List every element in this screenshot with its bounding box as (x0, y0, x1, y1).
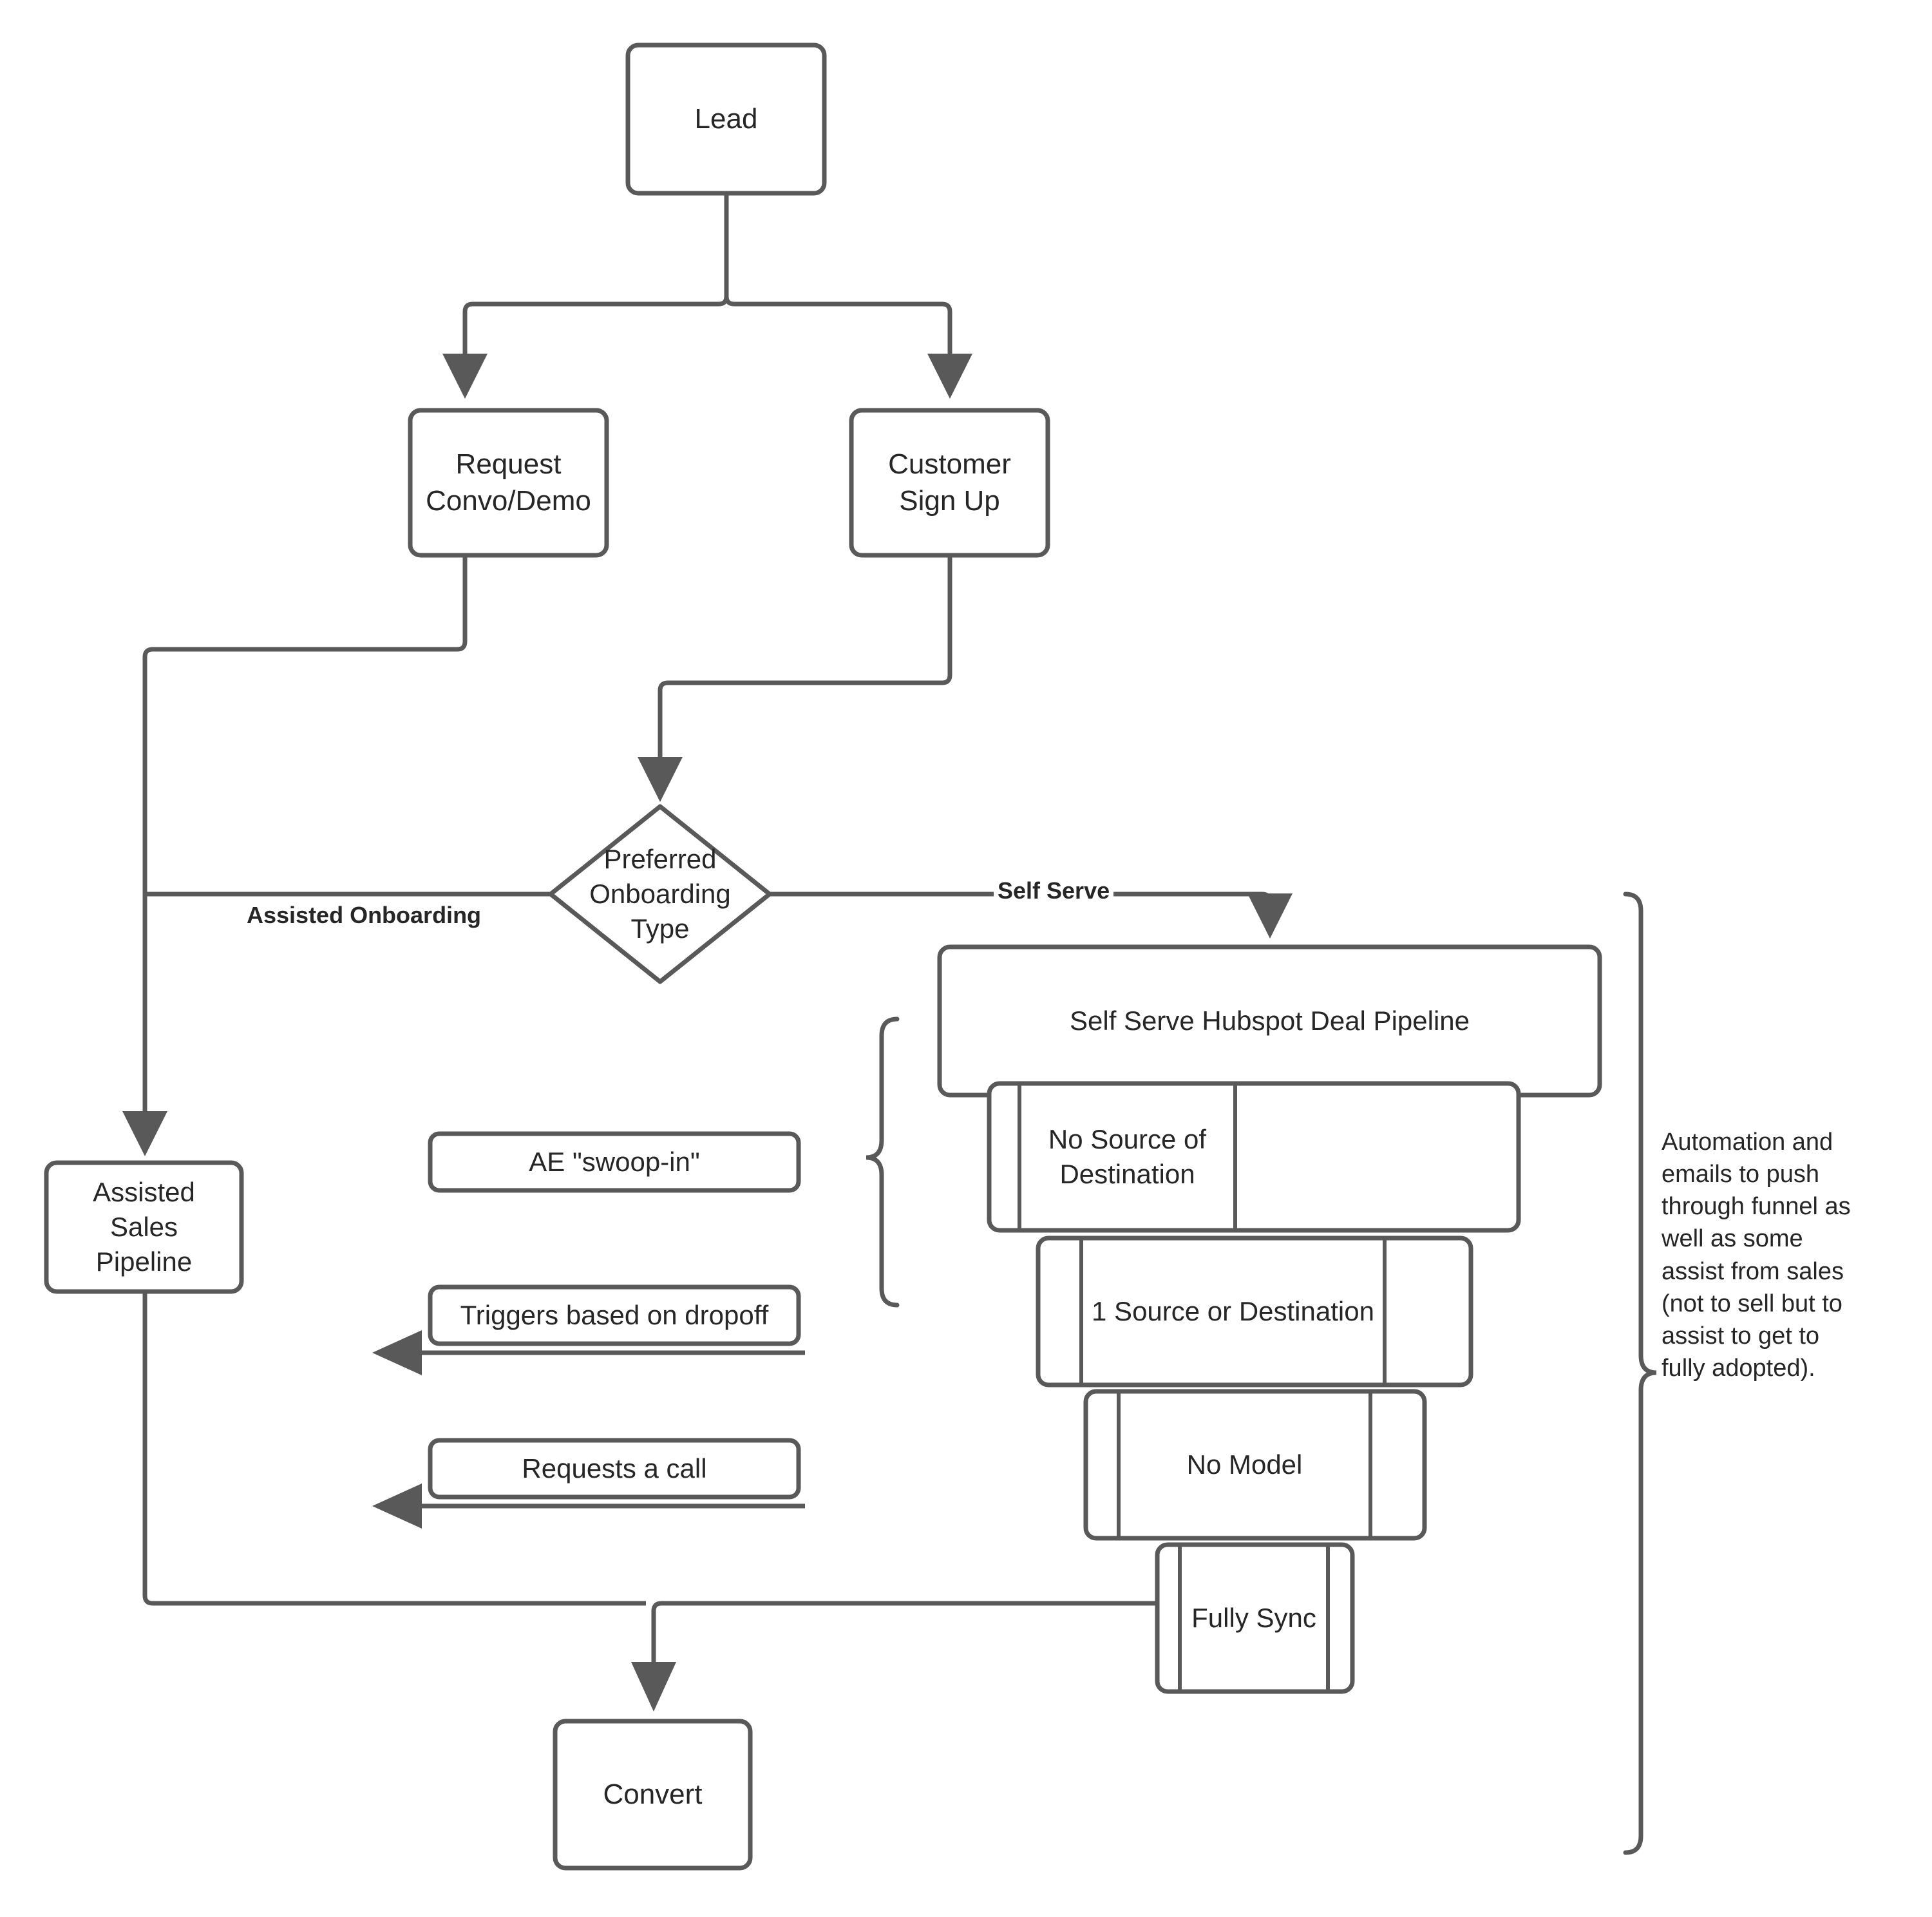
edge-customer-signup-to-decision (638, 555, 952, 802)
edge-label-assisted-onboarding: Assisted Onboarding (247, 902, 482, 928)
node-lead-shape (625, 43, 827, 196)
node-assisted-sales-pipeline-shape (44, 1160, 244, 1294)
annotation-right-bracket (1623, 892, 1657, 1855)
node-requests-call-shape (428, 1438, 801, 1500)
node-decision-shape (548, 804, 772, 984)
funnel-stage-3-shape (1083, 1389, 1427, 1541)
node-ae-swoop-in-shape (428, 1131, 801, 1193)
node-triggers-dropoff-shape (428, 1284, 801, 1346)
edge-decision-self-serve (766, 892, 1293, 939)
annotation-note: Automation and emails to push through fu… (1662, 1129, 1851, 1382)
edge-lead-to-request-convo (442, 193, 729, 399)
node-convert-shape (553, 1719, 753, 1871)
funnel-stage-4-shape (1155, 1542, 1355, 1694)
funnel-stage-2-shape (1036, 1235, 1473, 1388)
node-customer-signup-shape (849, 408, 1050, 558)
funnel-left-bracket (866, 1016, 900, 1308)
edge-request-convo-to-assisted-column (122, 555, 468, 1156)
edge-assisted-pipeline-to-bottom-rail (142, 1292, 646, 1606)
node-request-convo-shape (408, 408, 609, 558)
edge-label-self-serve: Self Serve (994, 877, 1114, 904)
edge-fully-sync-to-bottom-rail (631, 1601, 1157, 1712)
funnel-stage-1-shape (987, 1081, 1521, 1233)
funnel-header-shape (937, 944, 1602, 1098)
edge-lead-to-customer-signup (724, 193, 972, 399)
